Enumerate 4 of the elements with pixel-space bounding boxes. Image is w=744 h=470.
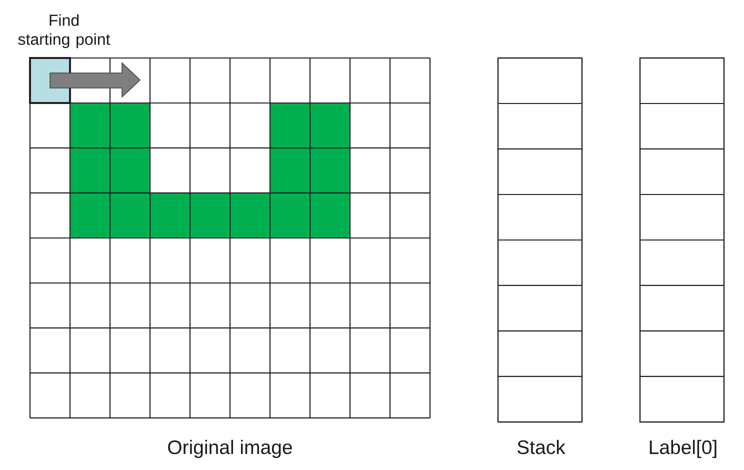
caption: Label[0] (650, 440, 716, 458)
caption: Stack (518, 440, 566, 454)
annotation-text: Find starting point (18, 14, 110, 48)
caption: Original image (168, 440, 292, 458)
